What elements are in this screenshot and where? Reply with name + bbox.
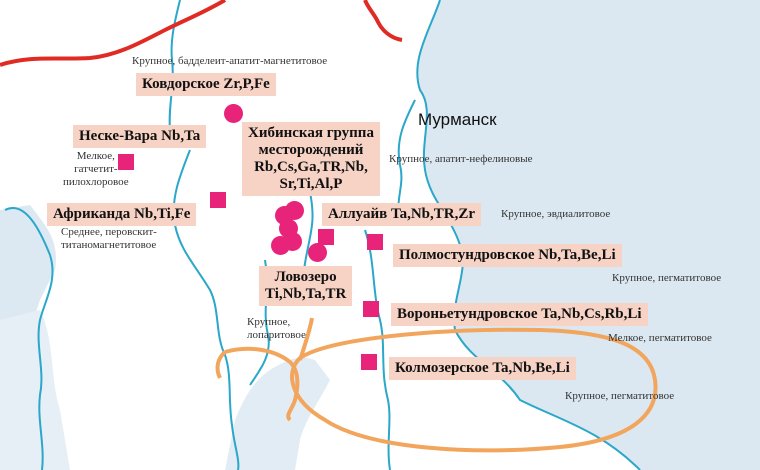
note-kolmozero: Крупное, пегматитовое (565, 390, 675, 402)
barents-sea (417, 0, 760, 470)
kandalaksha-bay (225, 357, 330, 470)
lovozero-tail (215, 350, 227, 379)
marker-khibiny-5 (271, 236, 290, 255)
label-afrikanda: Африканда Nb,Ti,Fe (47, 203, 197, 226)
lovozero-outline (224, 317, 314, 422)
note-alluaiv: Крупное, эвдиалитовое (501, 208, 611, 220)
marker-polmostundra (367, 234, 383, 250)
marker-afrikanda (210, 192, 226, 208)
label-lovozero: Ловозеро Ti,Nb,Ta,TR (259, 266, 353, 306)
note-voronya: Мелкое, пегматитовое (608, 332, 712, 344)
marker-neske-vara (118, 154, 134, 170)
river-6 (168, 0, 181, 131)
river-2 (4, 207, 54, 470)
label-kovdor: Ковдорское Zr,P,Fe (136, 73, 276, 96)
marker-kovdor (224, 104, 243, 123)
note-khibiny-group: Крупное, апатит-нефелиновые (389, 153, 533, 165)
west-water (0, 310, 70, 470)
note-lovozero: Крупное, лопаритовое (247, 316, 306, 341)
state-border (0, 0, 227, 67)
label-khibiny-group: Хибинская группа месторождений Rb,Cs,Ga,… (242, 122, 380, 196)
note-afrikanda: Среднее, перовскит- титаномагнетитовое (61, 226, 157, 251)
river-1 (397, 99, 416, 216)
note-neske-vara: Мелкое, гатчетит- пилохлоровое (63, 150, 129, 188)
label-kolmozero: Колмозерское Ta,Nb,Be,Li (389, 357, 576, 380)
label-voronya: Вороньетундровское Ta,Nb,Cs,Rb,Li (391, 303, 648, 326)
marker-voronya (363, 301, 379, 317)
note-kovdor: Крупное, бадделеит-апатит-магнетитовое (132, 55, 328, 67)
note-polmostundra: Крупное, пегматитовое (612, 272, 722, 284)
kolmozero-outline (290, 327, 658, 453)
label-neske-vara: Неске-Вара Nb,Ta (73, 125, 207, 148)
river-3 (172, 149, 240, 470)
marker-lovozero (308, 243, 327, 262)
label-polmostundra: Полмостундровское Nb,Ta,Be,Li (393, 244, 622, 267)
city-murmansk-label: Мурманск (418, 110, 497, 129)
river-7 (364, 229, 391, 470)
state-border-east (363, 0, 403, 42)
marker-kolmozero (361, 354, 377, 370)
marker-alluaiv (318, 229, 334, 245)
label-alluaiv: Аллуайв Ta,Nb,TR,Zr (322, 203, 482, 226)
